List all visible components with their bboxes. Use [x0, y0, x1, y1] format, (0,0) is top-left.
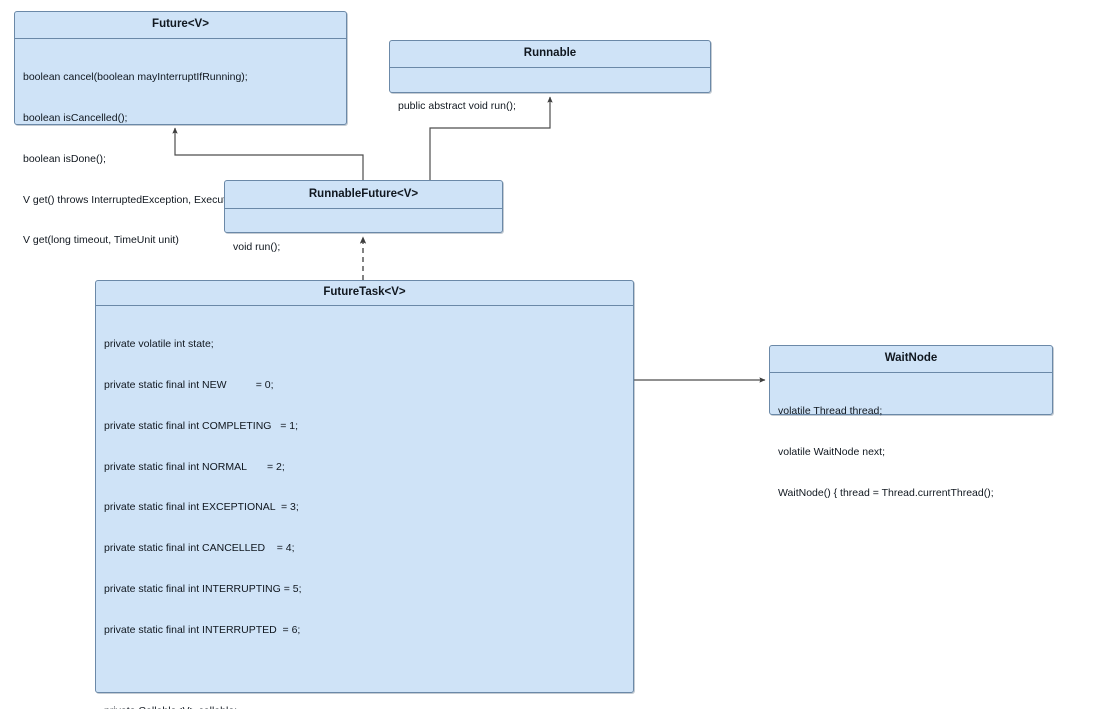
class-box-future[interactable]: Future<V> boolean cancel(boolean mayInte…: [14, 11, 347, 246]
field-line: private static final int INTERRUPTED = 6…: [104, 623, 301, 636]
class-members-wait-node: volatile Thread thread; volatile WaitNod…: [770, 372, 1052, 534]
field-line: private static final int INTERRUPTING = …: [104, 582, 302, 595]
member-line: V get(long timeout, TimeUnit unit): [23, 234, 179, 247]
class-title-wait-node: WaitNode: [884, 352, 938, 365]
field-spacer: [104, 664, 625, 678]
field-line: private static final int NORMAL = 2;: [104, 460, 285, 473]
class-members-runnable: public abstract void run();: [390, 67, 710, 147]
class-title-runnable: Runnable: [523, 47, 577, 60]
field-line: private Callable<V> callable;: [104, 705, 625, 709]
class-members-runnable-future: void run();: [225, 208, 502, 288]
class-title-future: Future<V>: [152, 18, 209, 31]
class-title-runnable-future: RunnableFuture<V>: [308, 187, 419, 200]
member-line: boolean isCancelled();: [23, 111, 128, 124]
member-line: boolean isDone();: [23, 152, 106, 165]
member-line: volatile Thread thread;: [778, 405, 883, 418]
field-line: private volatile int state;: [104, 338, 214, 351]
class-box-wait-node[interactable]: WaitNode volatile Thread thread; volatil…: [769, 345, 1053, 499]
field-line: private static final int CANCELLED = 4;: [104, 542, 295, 555]
class-box-runnable-future[interactable]: RunnableFuture<V> void run();: [224, 180, 503, 253]
member-line: volatile WaitNode next;: [778, 445, 885, 458]
member-line: void run();: [233, 241, 281, 254]
class-title-future-task: FutureTask<V>: [323, 286, 406, 299]
class-fields-future-task: private volatile int state; private stat…: [96, 305, 633, 709]
field-line: private static final int EXCEPTIONAL = 3…: [104, 501, 299, 514]
member-line: public abstract void run();: [398, 100, 516, 113]
class-box-runnable[interactable]: Runnable public abstract void run();: [389, 40, 711, 112]
class-box-future-task[interactable]: FutureTask<V> private volatile int state…: [95, 280, 634, 709]
member-line: WaitNode() { thread = Thread.currentThre…: [778, 486, 994, 499]
member-line: boolean cancel(boolean mayInterruptIfRun…: [23, 71, 248, 84]
field-line: private static final int NEW = 0;: [104, 378, 274, 391]
field-line: private static final int COMPLETING = 1;: [104, 419, 299, 432]
class-members-future: boolean cancel(boolean mayInterruptIfRun…: [15, 38, 346, 281]
